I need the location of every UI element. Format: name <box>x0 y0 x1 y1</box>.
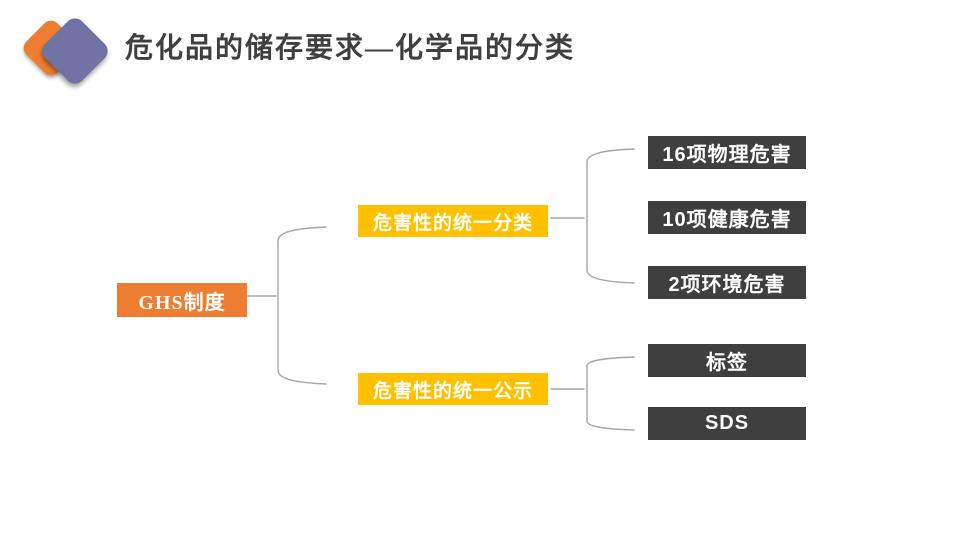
branch-node-unified-classification: 危害性的统一分类 <box>358 205 548 237</box>
leaf-node-environmental-hazards: 2项环境危害 <box>648 266 806 299</box>
leaf-node-physical-hazards: 16项物理危害 <box>648 136 806 169</box>
slide-title: 危化品的储存要求—化学品的分类 <box>125 33 576 64</box>
root-node-ghs: GHS制度 <box>117 283 247 317</box>
leaf-node-sds: SDS <box>648 407 806 440</box>
leaf-node-label: 标签 <box>648 344 806 377</box>
branch-node-unified-disclosure: 危害性的统一公示 <box>358 373 548 405</box>
leaf-node-health-hazards: 10项健康危害 <box>648 201 806 234</box>
